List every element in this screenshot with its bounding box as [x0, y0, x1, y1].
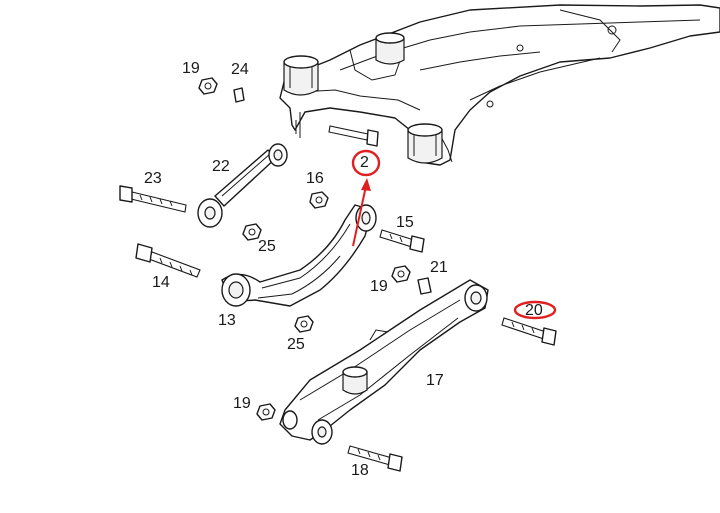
callout-2: 2 [360, 154, 369, 171]
callout-24: 24 [231, 61, 249, 78]
washer-21 [417, 277, 432, 295]
callout-23: 23 [144, 170, 162, 187]
highlight-circle-2 [351, 149, 381, 177]
callout-25-lower: 25 [287, 336, 305, 353]
nut-19-middle [391, 265, 411, 283]
callout-19-middle: 19 [370, 278, 388, 295]
callout-15: 15 [396, 214, 414, 231]
washer-24 [233, 87, 245, 103]
callout-14: 14 [152, 274, 170, 291]
callout-20: 20 [525, 302, 543, 319]
callout-19-lower: 19 [233, 395, 251, 412]
nut-19-top [198, 77, 218, 95]
bolt-18 [347, 445, 403, 472]
nut-16 [309, 191, 329, 209]
bolt-15 [379, 229, 425, 253]
callout-17: 17 [426, 372, 444, 389]
nut-25-upper [242, 223, 262, 241]
callout-21: 21 [430, 259, 448, 276]
bolt-14 [135, 243, 201, 278]
highlight-arrow-2 [352, 178, 371, 247]
subframe-mount-top [375, 32, 405, 65]
subframe-mount-left [283, 55, 319, 96]
control-arm-13 [221, 204, 377, 307]
trailing-arm-17 [279, 279, 489, 445]
bolt-23 [119, 185, 187, 213]
callout-18: 18 [351, 462, 369, 479]
callout-16: 16 [306, 170, 324, 187]
nut-25-lower [294, 315, 314, 333]
callout-19-top: 19 [182, 60, 200, 77]
callout-25-upper: 25 [258, 238, 276, 255]
bolt-20 [501, 317, 557, 346]
link-22 [197, 143, 288, 228]
highlight-circle-20 [513, 300, 557, 320]
callout-22: 22 [212, 158, 230, 175]
nut-19-lower [256, 403, 276, 421]
subframe-mount-right [407, 123, 443, 164]
subframe-bolt [328, 125, 379, 147]
rear-subframe [279, 4, 720, 166]
callout-13: 13 [218, 312, 236, 329]
